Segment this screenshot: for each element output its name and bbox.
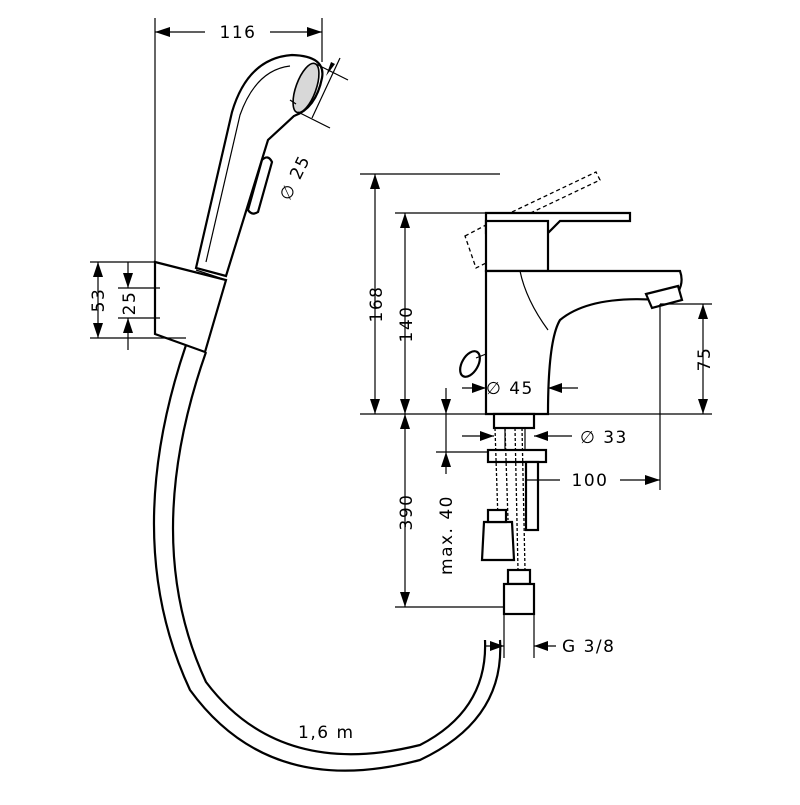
label-hose-length: 1,6 m <box>298 723 355 743</box>
label-140: 140 <box>397 306 417 343</box>
label-dia-33: ∅ 33 <box>580 428 628 448</box>
label-53: 53 <box>89 288 109 313</box>
dimension-labels: 116 ∅ 25 53 25 168 140 75 ∅ 45 ∅ 33 100 … <box>89 23 715 743</box>
shower-hose <box>152 344 502 772</box>
faucet <box>459 171 684 616</box>
label-390: 390 <box>397 494 417 531</box>
label-168: 168 <box>367 286 387 323</box>
label-dia-45: ∅ 45 <box>486 379 534 399</box>
hand-shower <box>194 53 324 278</box>
label-116: 116 <box>220 23 257 43</box>
label-dia-25: ∅ 25 <box>276 152 315 204</box>
label-25: 25 <box>120 291 140 316</box>
label-100: 100 <box>572 471 609 491</box>
label-75: 75 <box>695 347 715 372</box>
label-g-3-8: G 3/8 <box>562 637 615 657</box>
dimension-lines <box>90 18 712 658</box>
label-max-40: max. 40 <box>437 495 457 575</box>
